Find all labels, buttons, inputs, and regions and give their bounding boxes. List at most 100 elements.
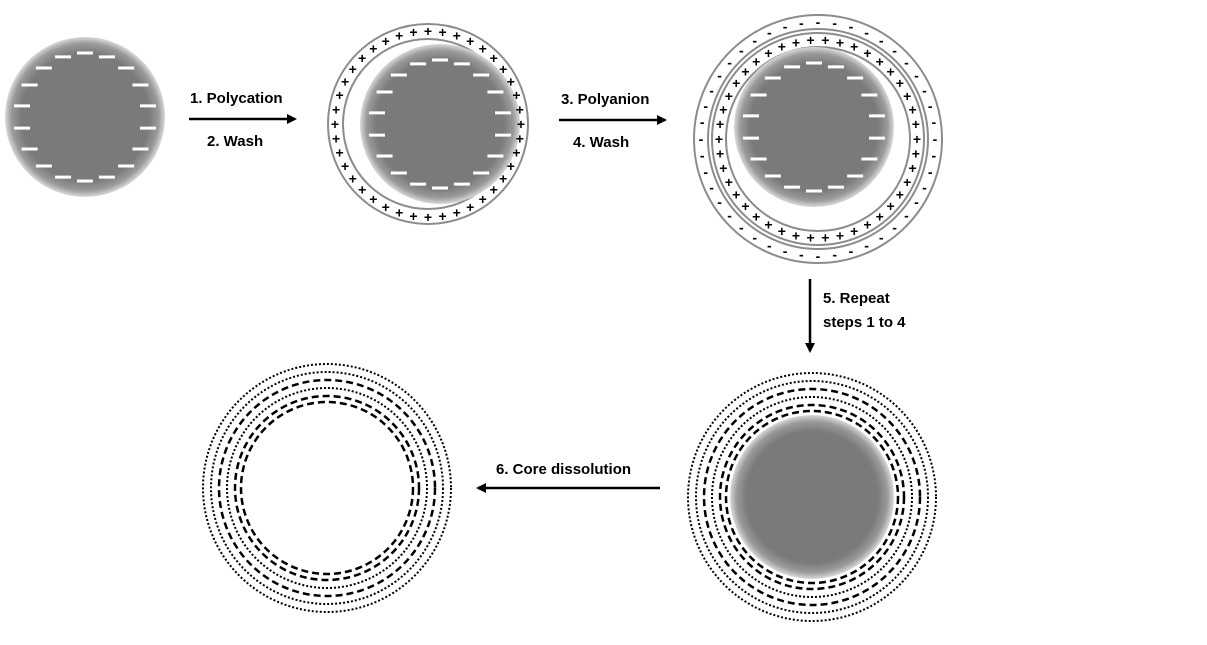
- positive-charge-sign: +: [466, 33, 474, 49]
- negative-charge-sign: -: [931, 148, 936, 164]
- step-3-4-arrow-group: 3. Polyanion 4. Wash: [559, 91, 667, 151]
- core-particle: [734, 47, 894, 207]
- negative-charge-sign: -: [700, 148, 705, 164]
- positive-charge-sign: +: [778, 39, 786, 55]
- positive-charge-sign: +: [341, 74, 349, 90]
- positive-charge-sign: +: [876, 53, 884, 69]
- positive-charge-sign: +: [903, 174, 911, 190]
- positive-charge-sign: +: [764, 217, 772, 233]
- negative-charge-sign: -: [904, 54, 909, 70]
- positive-charge-sign: +: [512, 87, 520, 103]
- polycation-layer-ring: [711, 396, 913, 598]
- negative-charge-sign: -: [783, 19, 788, 35]
- positive-charge-sign: +: [369, 41, 377, 57]
- polycation-positive-charges: ++++++++++++++++++++++++++++++++++++++++: [331, 23, 525, 225]
- positive-charge-sign: +: [438, 24, 446, 40]
- negative-charge-sign: -: [931, 114, 936, 130]
- negative-charge-sign: -: [752, 229, 757, 245]
- positive-charge-sign: +: [332, 101, 340, 117]
- negative-charge-sign: -: [922, 82, 927, 98]
- positive-charge-sign: +: [886, 198, 894, 214]
- positive-charge-sign: +: [752, 208, 760, 224]
- negative-charge-sign: -: [700, 114, 705, 130]
- step-2-label: 2. Wash: [207, 133, 263, 150]
- positive-charge-sign: +: [741, 64, 749, 80]
- positive-charge-sign: +: [479, 41, 487, 57]
- positive-charge-sign: +: [719, 102, 727, 118]
- polycation-layer-ring: [202, 363, 452, 613]
- positive-charge-sign: +: [349, 171, 357, 187]
- positive-charge-sign: +: [764, 45, 772, 61]
- negative-charge-sign: -: [928, 164, 933, 180]
- positive-charge-sign: +: [382, 33, 390, 49]
- core-particle: [5, 37, 165, 197]
- positive-charge-sign: +: [335, 145, 343, 161]
- positive-charge-sign: +: [909, 102, 917, 118]
- negative-charge-sign: -: [703, 98, 708, 114]
- outer-ring: [327, 23, 529, 225]
- stage-4-multilayer-core: [687, 372, 937, 622]
- negative-charge-sign: -: [783, 243, 788, 259]
- step-1-label: 1. Polycation: [190, 90, 283, 107]
- negative-charge-sign: -: [709, 180, 714, 196]
- positive-charge-sign: +: [332, 130, 340, 146]
- negative-charge-sign: -: [928, 98, 933, 114]
- negative-charge-sign: -: [832, 15, 837, 31]
- positive-charge-sign: +: [836, 34, 844, 50]
- step-6-label: 6. Core dissolution: [496, 461, 631, 478]
- positive-charge-sign: +: [741, 198, 749, 214]
- positive-charge-sign: +: [807, 230, 815, 246]
- polycation-layer-ring: [687, 372, 937, 622]
- negative-charge-sign: -: [767, 24, 772, 40]
- positive-charge-sign: +: [349, 61, 357, 77]
- positive-charge-sign: +: [382, 199, 390, 215]
- negative-surface-charges: [742, 61, 886, 193]
- positive-charge-sign: +: [778, 223, 786, 239]
- positive-charge-sign: +: [886, 64, 894, 80]
- positive-charge-sign: +: [507, 74, 515, 90]
- positive-charge-sign: +: [466, 199, 474, 215]
- positive-charge-sign: +: [499, 171, 507, 187]
- polyanion-layer-ring: [239, 400, 415, 576]
- positive-charge-sign: +: [912, 116, 920, 132]
- positive-charge-sign: +: [903, 88, 911, 104]
- polyanion-layer-ring: [702, 387, 922, 607]
- positive-charge-sign: +: [719, 160, 727, 176]
- positive-charge-sign: +: [331, 116, 339, 132]
- step-3-label: 3. Polyanion: [561, 91, 649, 108]
- negative-surface-charges: [368, 58, 512, 190]
- positive-charge-sign: +: [876, 208, 884, 224]
- polyanion-layer-ring: [233, 394, 421, 582]
- step-5-label-line-1: 5. Repeat: [823, 290, 890, 307]
- negative-charge-sign: -: [864, 237, 869, 253]
- negative-charge-sign: -: [739, 219, 744, 235]
- positive-charge-sign: +: [395, 27, 403, 43]
- positive-charge-sign: +: [409, 208, 417, 224]
- middle-ring-inner: [711, 32, 925, 246]
- negative-charge-sign: -: [892, 42, 897, 58]
- negative-charge-sign: -: [727, 208, 732, 224]
- positive-charge-sign: +: [725, 174, 733, 190]
- stage-3-polyanion-coated: ++++++++++++++++++++++++++++++++++++++++…: [693, 14, 943, 264]
- positive-charge-sign: +: [863, 45, 871, 61]
- polycation-positive-charges: ++++++++++++++++++++++++++++++++++++++++…: [715, 32, 921, 245]
- positive-charge-sign: +: [913, 131, 921, 147]
- positive-charge-sign: +: [512, 145, 520, 161]
- positive-charge-sign: +: [424, 23, 432, 39]
- core-particle: [360, 44, 520, 204]
- step-4-label: 4. Wash: [573, 134, 629, 151]
- negative-charge-sign: -: [864, 24, 869, 40]
- positive-charge-sign: +: [792, 34, 800, 50]
- positive-charge-sign: +: [453, 27, 461, 43]
- positive-charge-sign: +: [807, 32, 815, 48]
- positive-charge-sign: +: [716, 116, 724, 132]
- negative-surface-charges: [13, 51, 157, 183]
- positive-charge-sign: +: [850, 223, 858, 239]
- negative-charge-sign: -: [799, 15, 804, 31]
- positive-charge-sign: +: [395, 204, 403, 220]
- positive-charge-sign: +: [409, 24, 417, 40]
- multilayer-shell: [687, 372, 937, 622]
- outer-ring: [693, 14, 943, 264]
- polyanion-layer-ring: [718, 403, 906, 591]
